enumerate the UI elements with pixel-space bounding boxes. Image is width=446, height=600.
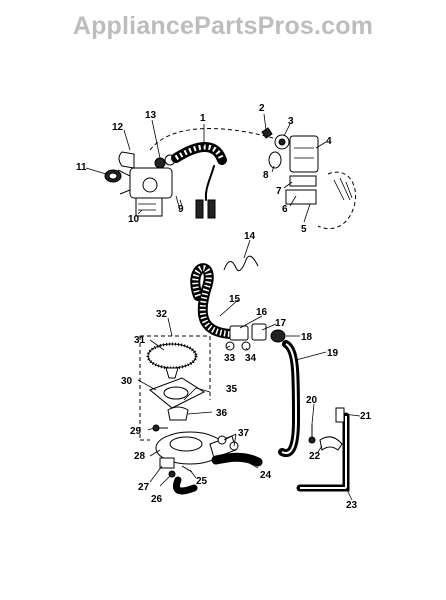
callout-19: 19 bbox=[327, 348, 339, 359]
callout-37: 37 bbox=[238, 428, 250, 439]
callout-20: 20 bbox=[306, 395, 318, 406]
grommet-hole bbox=[108, 172, 118, 180]
callout-11: 11 bbox=[76, 162, 87, 173]
gasket-ring bbox=[163, 386, 189, 400]
hose-branch bbox=[204, 165, 215, 201]
tub-hatching bbox=[333, 177, 353, 201]
nut-3-core bbox=[278, 138, 286, 146]
callout-34: 34 bbox=[245, 353, 257, 364]
callout-33: 33 bbox=[224, 353, 236, 364]
callout-1: 1 bbox=[200, 113, 206, 124]
watermark: AppliancePartsPros.com bbox=[72, 12, 374, 40]
hose-ribbing bbox=[174, 144, 225, 162]
leader-lines bbox=[85, 113, 361, 501]
clip-22 bbox=[319, 436, 343, 451]
callout-32: 32 bbox=[156, 309, 168, 320]
callout-12: 12 bbox=[112, 122, 124, 133]
hose-23 bbox=[296, 412, 350, 492]
filter-mesh bbox=[146, 342, 198, 370]
bracket-6 bbox=[285, 189, 317, 205]
callout-26: 26 bbox=[151, 494, 163, 505]
clamp-34 bbox=[241, 341, 251, 351]
callout-9: 9 bbox=[178, 204, 184, 215]
callout-2: 2 bbox=[259, 103, 265, 114]
filter-stem bbox=[165, 367, 179, 379]
hose-24 bbox=[211, 452, 263, 467]
callout-16: 16 bbox=[256, 307, 268, 318]
callout-13: 13 bbox=[145, 110, 157, 121]
fill-valve bbox=[117, 167, 173, 217]
hose-lower-left bbox=[173, 476, 198, 495]
gasket-30 bbox=[149, 377, 206, 409]
washer-8 bbox=[268, 151, 282, 169]
pump-group-box bbox=[139, 335, 211, 441]
callout-4: 4 bbox=[326, 136, 332, 147]
drain-hose-ribbing bbox=[192, 265, 231, 337]
callout-36: 36 bbox=[216, 408, 228, 419]
callout-15: 15 bbox=[229, 294, 241, 305]
seal-36 bbox=[167, 406, 189, 421]
tub-wall-5 bbox=[317, 171, 357, 230]
callout-17: 17 bbox=[275, 318, 287, 329]
screw-20-head bbox=[308, 436, 316, 444]
pump-inlet bbox=[169, 436, 203, 452]
bracket-12 bbox=[118, 151, 135, 169]
screw-9 bbox=[175, 195, 181, 211]
callout-25: 25 bbox=[196, 476, 208, 487]
callout-24: 24 bbox=[260, 470, 272, 481]
connector-16 bbox=[229, 325, 249, 341]
fitting-13a bbox=[154, 157, 166, 169]
cap-18 bbox=[270, 329, 286, 343]
hose-19-highlight bbox=[281, 343, 298, 455]
screw-2 bbox=[261, 127, 273, 139]
hose-23-highlight bbox=[300, 416, 347, 489]
callout-5: 5 bbox=[301, 224, 307, 235]
clamp-9b bbox=[207, 199, 216, 219]
callout-8: 8 bbox=[263, 170, 269, 181]
callout-22: 22 bbox=[309, 451, 321, 462]
inlet-fitting-4 bbox=[289, 135, 319, 173]
callout-6: 6 bbox=[282, 204, 288, 215]
callout-3: 3 bbox=[288, 116, 294, 127]
clamp-37a bbox=[217, 435, 227, 445]
callout-23: 23 bbox=[346, 500, 358, 511]
callout-10: 10 bbox=[128, 214, 140, 225]
callout-28: 28 bbox=[134, 451, 146, 462]
bracket-21 bbox=[335, 407, 345, 423]
callout-18: 18 bbox=[301, 332, 313, 343]
gasket-7 bbox=[289, 175, 317, 187]
clamp-9a bbox=[195, 199, 204, 219]
connector-17 bbox=[251, 323, 267, 341]
mount-27 bbox=[159, 457, 175, 469]
spring-clip-14 bbox=[223, 255, 259, 272]
callout-35: 35 bbox=[226, 384, 238, 395]
screw-26 bbox=[168, 470, 176, 478]
callout-21: 21 bbox=[360, 411, 372, 422]
fitting-ribs bbox=[294, 147, 314, 159]
callout-27: 27 bbox=[138, 482, 150, 493]
callout-31: 31 bbox=[134, 335, 146, 346]
callout-29: 29 bbox=[130, 426, 142, 437]
callout-7: 7 bbox=[276, 186, 282, 197]
callout-30: 30 bbox=[121, 376, 133, 387]
callout-14: 14 bbox=[244, 231, 256, 242]
